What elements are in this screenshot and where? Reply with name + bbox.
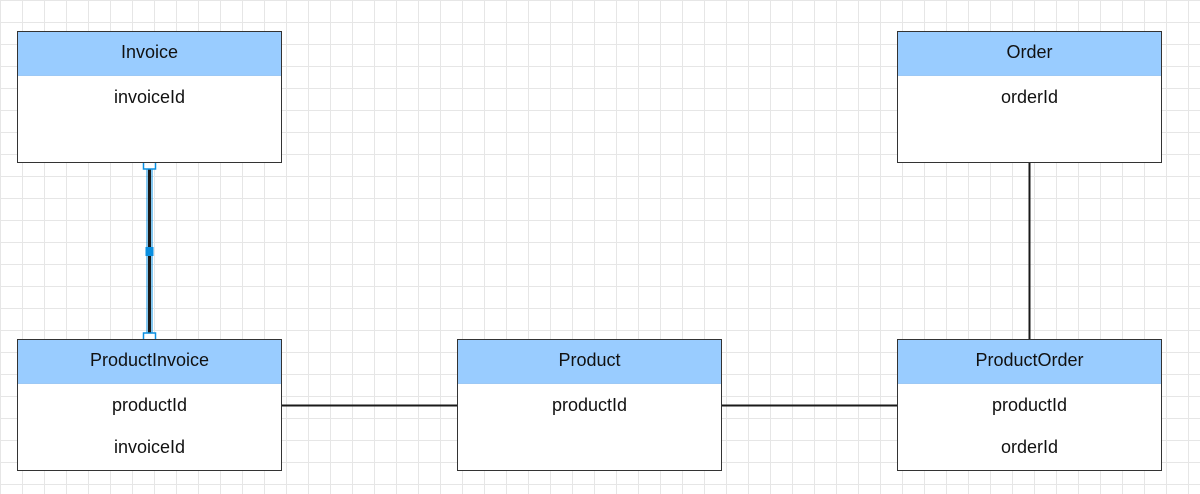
entity-order[interactable]: Order orderId	[897, 31, 1162, 163]
entity-productorder[interactable]: ProductOrder productId orderId	[897, 339, 1162, 471]
entity-header: Invoice	[18, 32, 281, 76]
connector-midpoint-handle[interactable]	[145, 247, 154, 256]
entity-attribute: orderId	[1000, 437, 1059, 457]
entity-attribute: orderId	[1000, 87, 1059, 107]
entity-productinvoice[interactable]: ProductInvoice productId invoiceId	[17, 339, 282, 471]
entity-attribute: productId	[991, 395, 1068, 415]
entity-invoice[interactable]: Invoice invoiceId	[17, 31, 282, 163]
entity-attribute: invoiceId	[113, 437, 186, 457]
entity-header: Product	[458, 340, 721, 384]
entity-header: ProductInvoice	[18, 340, 281, 384]
entity-header: Order	[898, 32, 1161, 76]
entity-attribute: productId	[551, 395, 628, 415]
entity-header: ProductOrder	[898, 340, 1161, 384]
entity-attribute: productId	[111, 395, 188, 415]
entity-attribute: invoiceId	[113, 87, 186, 107]
entity-product[interactable]: Product productId	[457, 339, 722, 471]
